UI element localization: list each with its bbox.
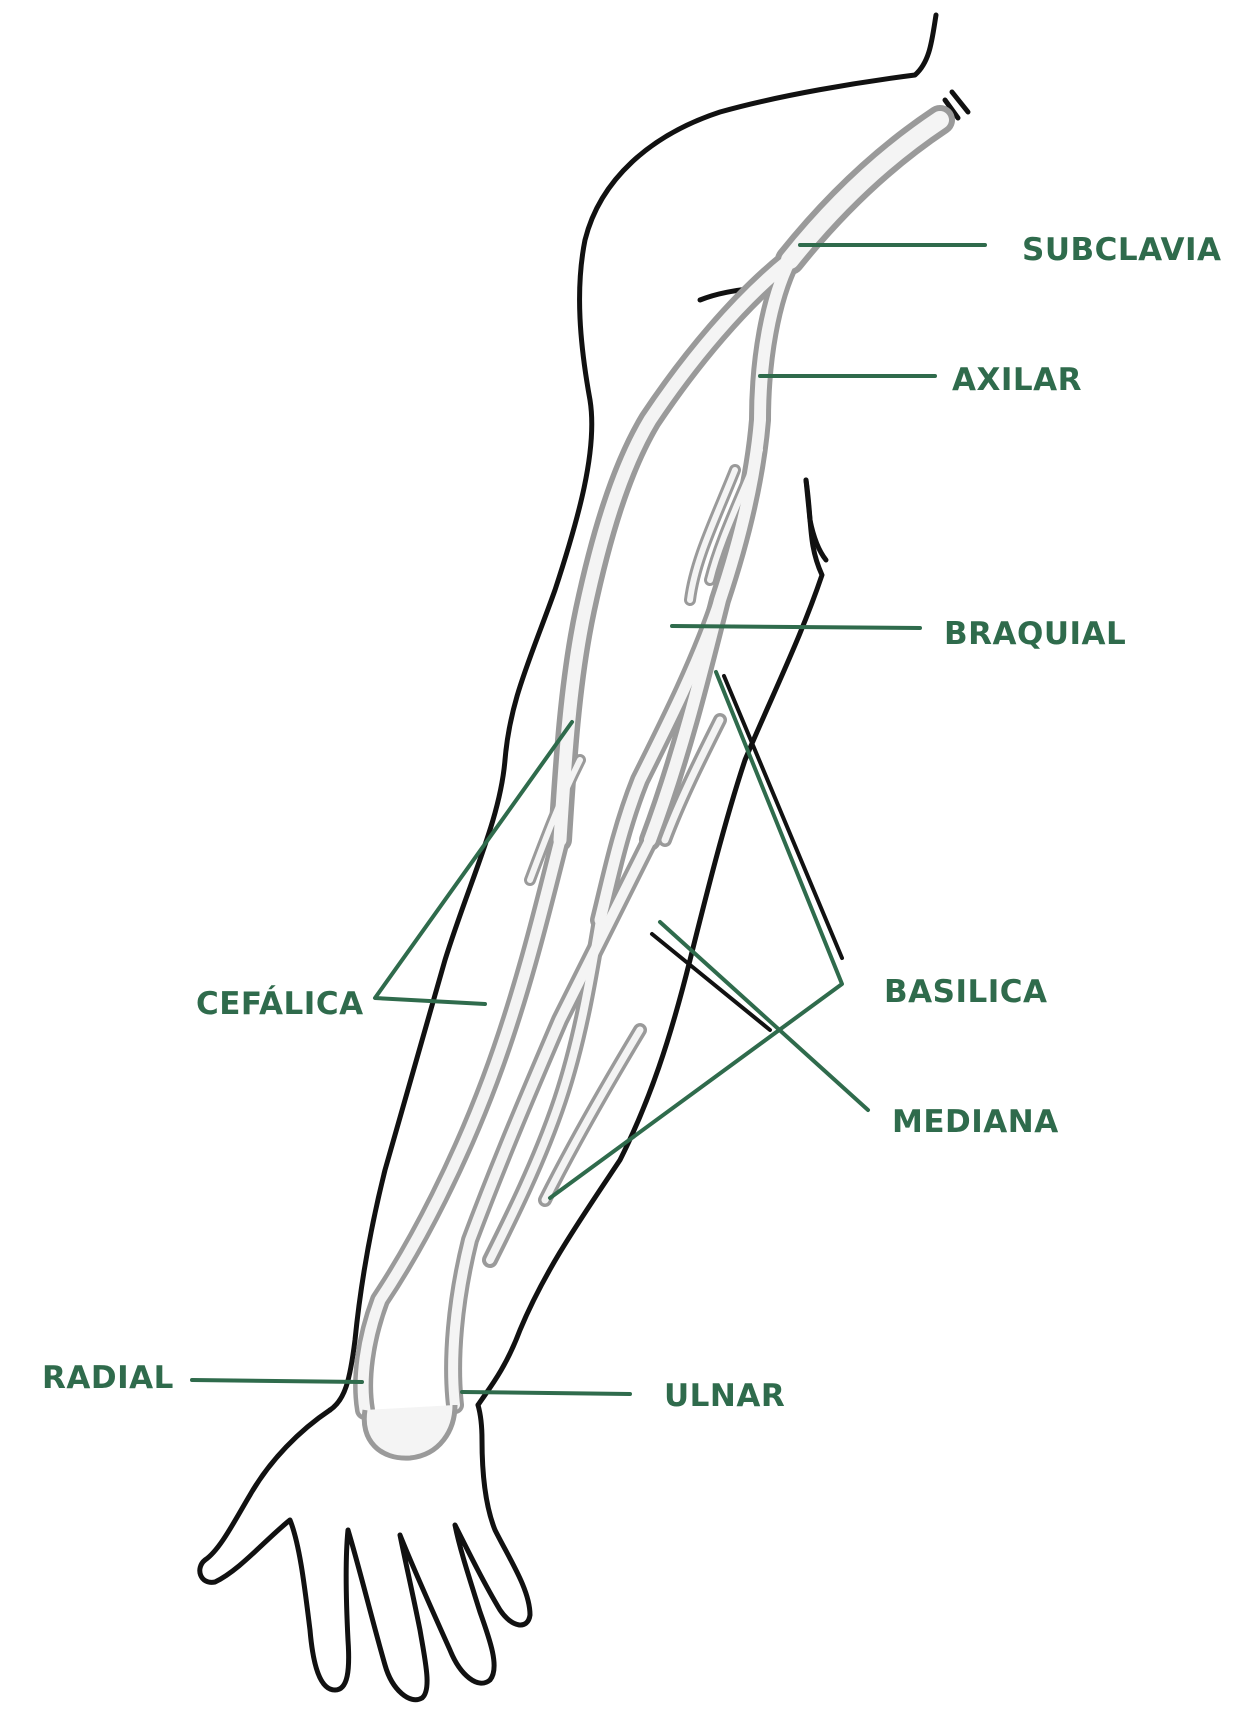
leader-ulnar bbox=[462, 1392, 630, 1394]
leader-basilica-dark bbox=[724, 676, 842, 958]
label-ulnar: ULNAR bbox=[664, 1378, 785, 1414]
leader-braquial bbox=[672, 626, 920, 628]
label-braquial: BRAQUIAL bbox=[944, 616, 1126, 652]
wrist-pad bbox=[364, 1405, 455, 1458]
leader-mediana-dark bbox=[652, 934, 770, 1030]
arm-outline bbox=[200, 15, 968, 1700]
leader-lines bbox=[192, 245, 985, 1394]
leader-radial bbox=[192, 1380, 362, 1382]
elbow-mark bbox=[806, 480, 826, 560]
label-cefalica: CEFÁLICA bbox=[196, 986, 364, 1022]
label-axilar: AXILAR bbox=[952, 362, 1082, 398]
veins bbox=[363, 120, 940, 1458]
shoulder-contour bbox=[330, 15, 936, 1410]
label-radial: RADIAL bbox=[42, 1360, 174, 1396]
label-basilica: BASILICA bbox=[884, 974, 1048, 1010]
label-mediana: MEDIANA bbox=[892, 1104, 1059, 1140]
label-subclavia: SUBCLAVIA bbox=[1022, 232, 1222, 268]
vein-highlight bbox=[363, 120, 940, 1410]
hand-outline bbox=[200, 1405, 530, 1700]
